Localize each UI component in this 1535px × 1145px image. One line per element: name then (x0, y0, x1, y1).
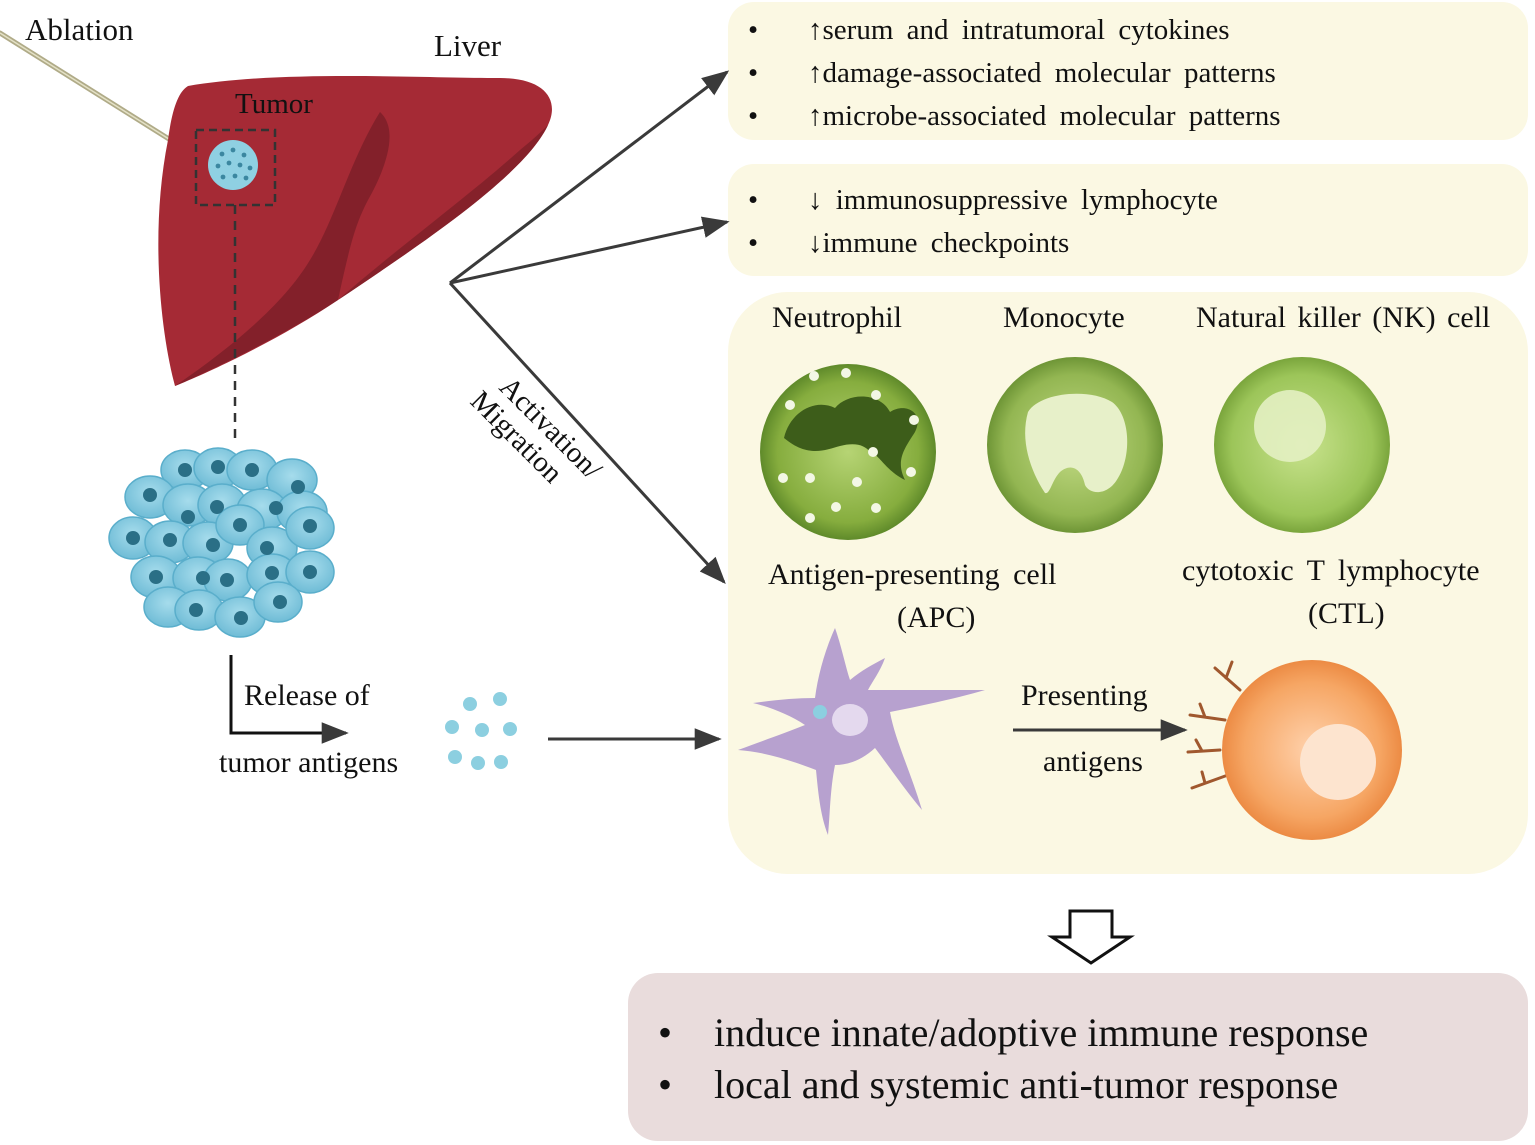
tumor-cell-cluster (108, 447, 335, 638)
apc-label-line1: Antigen-presenting cell (768, 558, 1057, 591)
presenting-label-line2: antigens (1043, 745, 1143, 778)
result-down-arrow (1047, 909, 1135, 965)
ctl-label-line1: cytotoxic T lymphocyte (1182, 554, 1480, 587)
tumor-antigen-dots (445, 692, 517, 770)
neutrophil-cell (760, 364, 936, 540)
upregulation-item: •↑damage-associated molecular patterns (748, 57, 1276, 89)
upregulation-item: •↑serum and intratumoral cytokines (748, 14, 1230, 46)
liver-effect-arrows (448, 70, 730, 584)
neutrophil-label: Neutrophil (772, 301, 902, 334)
response-item: •local and systemic anti-tumor response (658, 1062, 1339, 1107)
nk-cell (1214, 357, 1390, 533)
response-item: •induce innate/adoptive immune response (658, 1010, 1369, 1055)
downregulation-panel: •↓ immunosuppressive lymphocyte •↓immune… (728, 164, 1528, 276)
tumor-small-icon (194, 128, 277, 445)
apc-cell (738, 628, 985, 835)
release-label-line1: Release of (244, 679, 370, 712)
monocyte-label: Monocyte (1003, 301, 1125, 334)
immune-response-box: •induce innate/adoptive immune response … (628, 973, 1528, 1141)
release-arrow (229, 655, 349, 744)
upregulation-item: •↑microbe-associated molecular patterns (748, 100, 1281, 132)
ctl-cell (1186, 660, 1402, 840)
downregulation-item: •↓ immunosuppressive lymphocyte (748, 184, 1218, 216)
apc-label-line2: (APC) (897, 601, 976, 634)
liver-illustration (158, 76, 552, 386)
liver-label: Liver (434, 28, 502, 63)
monocyte-cell (987, 357, 1163, 533)
presenting-label-line1: Presenting (1021, 679, 1148, 712)
release-label-line2: tumor antigens (219, 746, 399, 779)
upregulation-panel: •↑serum and intratumoral cytokines •↑dam… (728, 2, 1528, 140)
ablation-label: Ablation (25, 12, 134, 47)
ctl-label-line2: (CTL) (1308, 597, 1385, 630)
nk-cell-label: Natural killer (NK) cell (1196, 301, 1491, 334)
downregulation-item: •↓immune checkpoints (748, 227, 1070, 259)
tumor-label: Tumor (235, 88, 313, 120)
